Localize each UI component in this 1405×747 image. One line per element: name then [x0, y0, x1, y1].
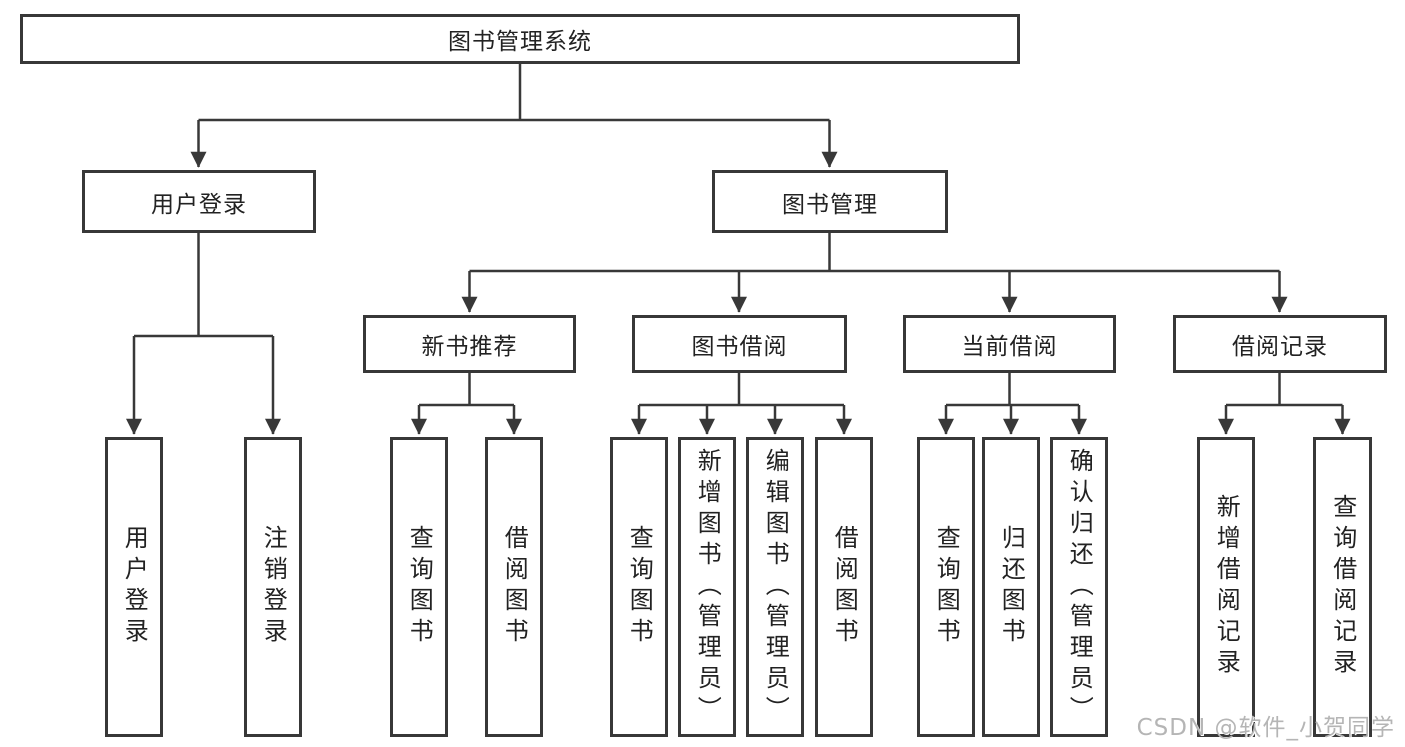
leaf-query-books-2: 查询图书	[610, 437, 668, 737]
connector-records-bus	[1226, 373, 1343, 407]
leaf-add-books-admin: 新增图书（管理员）	[678, 437, 736, 737]
csdn-watermark: CSDN @软件_小贺同学	[1136, 715, 1395, 741]
node-library-system: 图书管理系统	[20, 14, 1020, 64]
leaf-return-books: 归还图书	[982, 437, 1040, 737]
connector-userlogin-bus	[134, 233, 273, 338]
connector-bookmgmt-bus	[469, 233, 1280, 273]
node-book-borrow: 图书借阅	[632, 315, 847, 373]
connector-borrow-bus	[639, 373, 844, 407]
leaf-borrow-books-2: 借阅图书	[815, 437, 873, 737]
leaf-query-books-1: 查询图书	[390, 437, 448, 737]
leaf-label: 注销登录	[259, 525, 288, 649]
leaf-logout: 注销登录	[244, 437, 302, 737]
leaf-label: 归还图书	[997, 525, 1026, 649]
leaf-label: 查询图书	[405, 525, 434, 649]
node-book-management: 图书管理	[712, 170, 948, 233]
leaf-label: 用户登录	[120, 525, 149, 649]
leaf-query-borrow-record: 查询借阅记录	[1313, 437, 1372, 737]
node-borrow-records: 借阅记录	[1173, 315, 1387, 373]
leaf-borrow-books-1: 借阅图书	[485, 437, 543, 737]
connector-root-bus	[198, 64, 830, 122]
leaf-confirm-return-admin: 确认归还（管理员）	[1050, 437, 1108, 737]
node-new-book-recommend: 新书推荐	[363, 315, 576, 373]
leaf-label: 查询图书	[932, 525, 961, 649]
leaf-label: 借阅图书	[500, 525, 529, 649]
leaf-query-books-3: 查询图书	[917, 437, 975, 737]
leaf-label: 查询图书	[625, 525, 654, 649]
leaf-add-borrow-record: 新增借阅记录	[1197, 437, 1255, 737]
leaf-label: 查询借阅记录	[1328, 494, 1357, 680]
leaf-edit-books-admin: 编辑图书（管理员）	[746, 437, 804, 737]
connector-newbook-bus	[419, 373, 514, 407]
node-current-borrow: 当前借阅	[903, 315, 1116, 373]
node-user-login: 用户登录	[82, 170, 316, 233]
leaf-label: 编辑图书（管理员）	[761, 447, 790, 727]
connector-current-bus	[946, 373, 1079, 407]
leaf-label: 借阅图书	[830, 525, 859, 649]
leaf-label: 新增借阅记录	[1212, 494, 1241, 680]
leaf-label: 新增图书（管理员）	[693, 447, 722, 727]
leaf-label: 确认归还（管理员）	[1065, 447, 1094, 727]
leaf-user-login: 用户登录	[105, 437, 163, 737]
